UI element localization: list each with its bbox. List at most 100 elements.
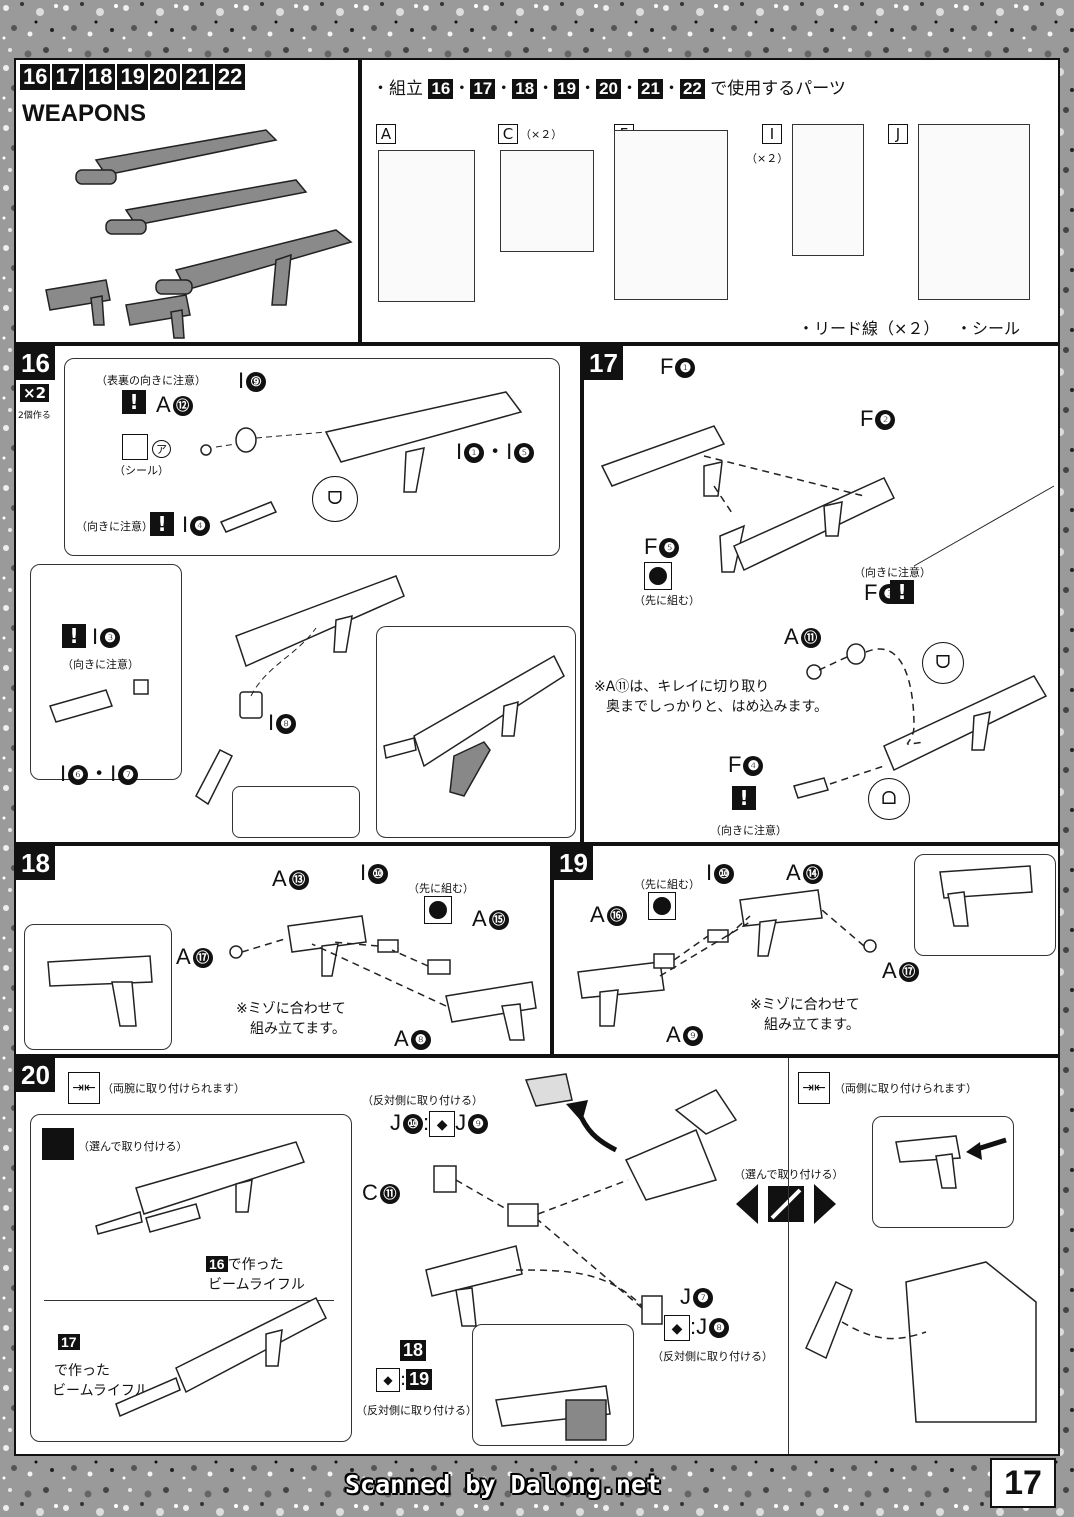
from-16-line2: ビームライフル xyxy=(208,1277,305,1293)
runner-j-label: J xyxy=(888,124,908,144)
scanner-credit: Scanned by Dalong.net xyxy=(345,1470,662,1499)
warning-icon: ! xyxy=(732,786,756,810)
rifle-choice-subpanel xyxy=(30,1114,352,1442)
note-both-sides: （両側に取り付けられます） xyxy=(834,1082,977,1095)
step-16-main-subpanel xyxy=(64,358,560,556)
weapons-overview-panel: 16 17 18 19 20 21 22 WEAPONS xyxy=(14,58,360,344)
swap-icon: ◆ xyxy=(429,1111,456,1138)
step-16-multiplier-note: 2個作る xyxy=(18,411,51,421)
section-title: WEAPONS xyxy=(22,100,147,127)
step-20-number: 20 xyxy=(16,1058,55,1092)
both-arms-icon: ⇥⇤ xyxy=(68,1072,100,1104)
from-16-line1: で作った xyxy=(227,1257,284,1273)
beam-rifle-2-illustration xyxy=(600,425,1055,799)
parts-ref-20: 20 xyxy=(596,79,622,99)
note-both-arms: （両腕に取り付けられます） xyxy=(102,1082,245,1095)
arm-mount-illustration xyxy=(425,1073,738,1441)
ref-18-19: 18 xyxy=(400,1340,427,1361)
runner-c-qty: （×２） xyxy=(520,128,563,141)
note-a11-line2: 奥までしっかりと、はめ込みます。 xyxy=(606,699,829,715)
assemble-first-icon xyxy=(644,562,672,590)
face-detail-bubble: ᗜ xyxy=(312,476,358,522)
note-opposite-side-top: （反対側に取り付ける） xyxy=(362,1094,483,1107)
from-17-line2: ビームライフル xyxy=(52,1383,149,1399)
runner-c-sprue xyxy=(500,150,594,252)
divider-vertical xyxy=(788,1058,789,1454)
sticker-item: ・シール xyxy=(956,319,1021,338)
note-groove-line1: ※ミゾに合わせて xyxy=(236,1001,346,1017)
sticker-label: （シール） xyxy=(114,464,169,477)
rifle-finished-illustration xyxy=(383,654,565,797)
step-16-multiplier: ×2 xyxy=(20,384,50,402)
note-direction-2: （向きに注意） xyxy=(62,658,139,671)
warning-icon: ! xyxy=(62,624,86,648)
step-20-label: 20 xyxy=(149,64,181,90)
step-16-label: 16 xyxy=(20,64,51,90)
note-groove-line2: 組み立てます。 xyxy=(764,1017,860,1033)
parts-used-panel: ・組立 16・17・18・19・20・21・22 で使用するパーツ A C （×… xyxy=(360,58,1060,344)
choose-arrows-icon xyxy=(736,1184,836,1224)
choose-icon xyxy=(42,1128,74,1160)
weapons-illustration xyxy=(45,129,353,339)
step-18-number: 18 xyxy=(16,846,55,880)
parts-ref-22: 22 xyxy=(679,79,705,99)
parts-used-prefix: ・組立 xyxy=(372,79,423,99)
parts-ref-21: 21 xyxy=(638,79,663,99)
parts-used-suffix: で使用するパーツ xyxy=(710,79,846,99)
pistol-mount-detail-box xyxy=(472,1324,634,1446)
ref-step-17: 17 xyxy=(58,1334,80,1350)
note-a11-line1: ※A⑪は、キレイに切り取り xyxy=(594,679,770,695)
rifle-mid-illustration xyxy=(195,575,405,806)
parts-used-heading: ・組立 16・17・18・19・20・21・22 で使用するパーツ xyxy=(372,79,846,99)
step-17-label: 17 xyxy=(52,64,83,90)
lead-wire-item: ・リード線（×２） xyxy=(798,319,940,338)
runner-c-label: C xyxy=(498,124,518,144)
note-direction: （向きに注意） xyxy=(76,520,153,533)
runner-i-label: I xyxy=(762,124,782,144)
from-17-line1: で作った xyxy=(54,1363,110,1379)
warning-icon: ! xyxy=(150,512,174,536)
note-opposite-side-bottom: （反対側に取り付ける） xyxy=(356,1404,477,1417)
ref-step-19: 19 xyxy=(406,1369,433,1390)
note-front-back: （表裏の向きに注意） xyxy=(96,374,206,387)
runner-i-sprue xyxy=(792,124,864,256)
parts-ref-17: 17 xyxy=(470,79,496,99)
runner-j-sprue xyxy=(918,124,1030,300)
note-direction-f4: （向きに注意） xyxy=(710,824,787,837)
rifle-choice-illustration xyxy=(95,1141,327,1418)
pistol-result-subpanel xyxy=(914,854,1056,956)
swap-icon: ◆ xyxy=(376,1368,400,1392)
from-17-ref: 17 xyxy=(58,1334,80,1351)
step-19-number: 19 xyxy=(554,846,593,880)
face-detail-bubble-top: ᗜ xyxy=(922,642,964,684)
step-18-label: 18 xyxy=(84,64,116,90)
warning-icon: ! xyxy=(890,580,914,604)
hip-mount-detail-box xyxy=(872,1116,1014,1228)
ref-18-19-swap: ◆:19 xyxy=(376,1368,433,1392)
note-groove-line2: 組み立てます。 xyxy=(250,1021,346,1037)
stock-detail-box xyxy=(232,786,360,838)
ref-step-18: 18 xyxy=(400,1340,427,1361)
note-choose: （選んで取り付ける） xyxy=(78,1140,188,1153)
step-21-label: 21 xyxy=(182,64,213,90)
sticker-icon xyxy=(122,434,148,460)
step-16-stock-subpanel xyxy=(30,564,182,780)
